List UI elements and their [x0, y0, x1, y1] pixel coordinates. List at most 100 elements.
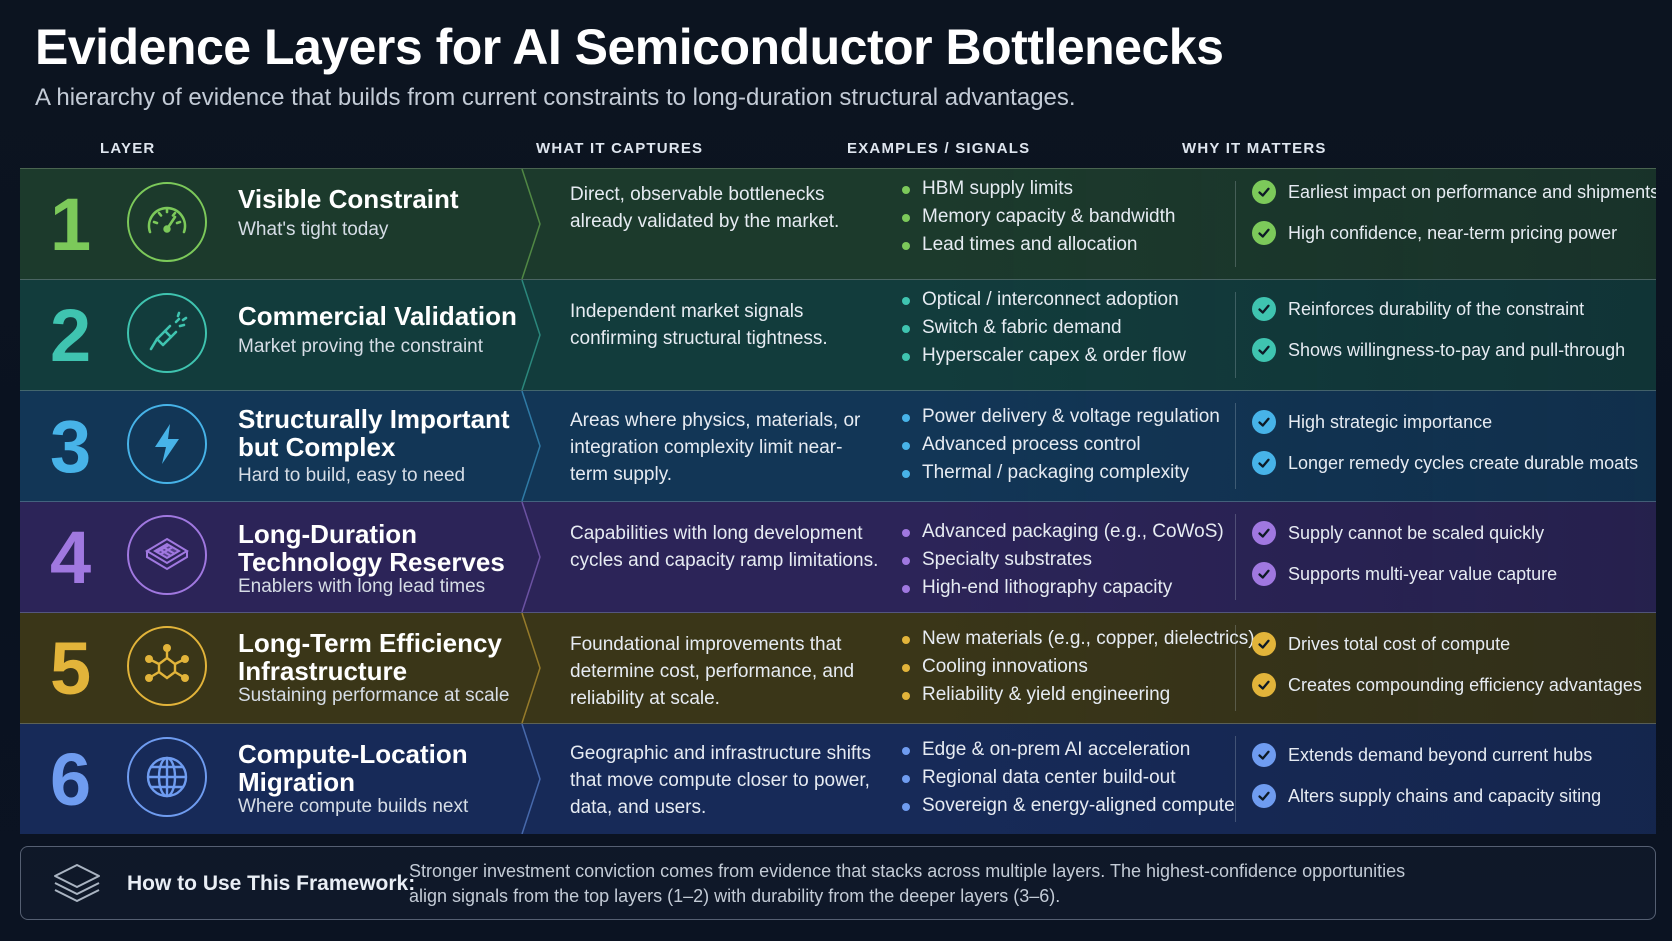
check-circle-icon: [1252, 221, 1276, 245]
why-item: High strategic importance: [1252, 410, 1652, 434]
bullet-dot-icon: [902, 214, 910, 222]
layer-number: 3: [50, 404, 92, 488]
stacked-layers-icon: [54, 864, 100, 902]
check-circle-icon: [1252, 451, 1276, 475]
layer-number: 4: [50, 515, 92, 599]
why-item: Reinforces durability of the constraint: [1252, 297, 1652, 321]
signal-item: Sovereign & energy-aligned compute: [900, 792, 1240, 820]
bullet-dot-icon: [902, 664, 910, 672]
signal-item: Regional data center build-out: [900, 764, 1240, 792]
why-text: High confidence, near-term pricing power: [1288, 223, 1618, 243]
check-circle-icon: [1252, 521, 1276, 545]
row-chevron: [520, 169, 550, 279]
check-circle-icon: [1252, 338, 1276, 362]
check-circle-icon: [1252, 180, 1276, 204]
signal-text: Switch & fabric demand: [922, 317, 1122, 338]
layer-tagline: Enablers with long lead times: [238, 576, 486, 597]
signal-item: New materials (e.g., copper, dielectrics…: [900, 625, 1255, 653]
bullet-dot-icon: [902, 414, 910, 422]
signal-text: Edge & on-prem AI acceleration: [922, 739, 1191, 760]
layer-captures: Independent market signals confirming st…: [570, 301, 828, 349]
column-divider: [1235, 514, 1236, 600]
globe-icon: [143, 753, 191, 801]
why-item: Drives total cost of compute: [1252, 632, 1652, 656]
lightning-icon: [143, 420, 191, 468]
why-item: Longer remedy cycles create durable moat…: [1252, 451, 1652, 475]
why-text: Drives total cost of compute: [1288, 634, 1511, 654]
bullet-dot-icon: [902, 470, 910, 478]
bullet-dot-icon: [902, 297, 910, 305]
bullet-dot-icon: [902, 636, 910, 644]
layer-captures: Areas where physics, materials, or integ…: [570, 410, 861, 485]
why-list: Earliest impact on performance and shipm…: [1252, 180, 1656, 263]
signal-text: Reliability & yield engineering: [922, 684, 1171, 705]
layer-tagline: Where compute builds next: [238, 796, 469, 817]
bullet-dot-icon: [902, 692, 910, 700]
why-item: Supply cannot be scaled quickly: [1252, 521, 1652, 545]
check-circle-icon: [1252, 297, 1276, 321]
bullet-dot-icon: [902, 442, 910, 450]
column-divider: [1235, 736, 1236, 822]
signal-item: Hyperscaler capex & order flow: [900, 342, 1240, 370]
signal-item: Reliability & yield engineering: [900, 681, 1240, 709]
layer-number: 2: [50, 293, 92, 377]
why-item: Alters supply chains and capacity siting: [1252, 784, 1652, 808]
layer-tagline: Hard to build, easy to need: [238, 465, 466, 486]
signal-item: Advanced process control: [900, 431, 1240, 459]
column-divider: [1235, 181, 1236, 267]
why-text: Earliest impact on performance and shipm…: [1288, 182, 1656, 202]
why-text: Extends demand beyond current hubs: [1288, 745, 1593, 765]
layer-tagline: What's tight today: [238, 219, 389, 240]
signal-item: Power delivery & voltage regulation: [900, 403, 1240, 431]
check-circle-icon: [1252, 562, 1276, 586]
signal-text: Specialty substrates: [922, 549, 1093, 570]
layer-name: Commercial Validation: [238, 301, 517, 331]
bullet-dot-icon: [902, 353, 910, 361]
speedometer-icon: [143, 198, 191, 246]
why-item: Shows willingness-to-pay and pull-throug…: [1252, 338, 1652, 362]
layer-number: 5: [50, 626, 92, 710]
layer-name: Structurally Important but Complex: [238, 404, 510, 462]
signal-item: High-end lithography capacity: [900, 574, 1240, 602]
why-text: Longer remedy cycles create durable moat…: [1288, 453, 1639, 473]
why-item: Supports multi-year value capture: [1252, 562, 1652, 586]
signal-item: Cooling innovations: [900, 653, 1240, 681]
why-item: Earliest impact on performance and shipm…: [1252, 180, 1656, 204]
bullet-dot-icon: [902, 585, 910, 593]
why-item: Extends demand beyond current hubs: [1252, 743, 1652, 767]
signal-text: HBM supply limits: [922, 178, 1073, 199]
layer-name: Visible Constraint: [238, 184, 459, 214]
framework-label: How to Use This Framework:: [127, 872, 416, 895]
layer-tagline: Sustaining performance at scale: [238, 685, 510, 706]
layer-number: 6: [50, 737, 92, 821]
signal-item: Edge & on-prem AI acceleration: [900, 736, 1240, 764]
signal-text: Optical / interconnect adoption: [922, 289, 1179, 310]
layer-captures: Geographic and infrastructure shifts tha…: [570, 743, 871, 818]
framework-note: How to Use This Framework: Stronger inve…: [20, 846, 1656, 920]
why-text: Supports multi-year value capture: [1288, 564, 1558, 584]
layer-icon-badge: [127, 293, 207, 373]
plug-icon: [143, 309, 191, 357]
signal-text: Power delivery & voltage regulation: [922, 406, 1220, 427]
layer-number: 1: [50, 182, 92, 266]
check-circle-icon: [1252, 784, 1276, 808]
row-chevron: [520, 724, 550, 834]
page-subtitle: A hierarchy of evidence that builds from…: [35, 84, 1076, 111]
signal-text: Thermal / packaging complexity: [922, 462, 1190, 483]
molecule-icon: [143, 642, 191, 690]
layer-captures: Capabilities with long development cycle…: [570, 523, 879, 571]
bullet-dot-icon: [902, 186, 910, 194]
signal-item: HBM supply limits: [900, 175, 1240, 203]
signal-item: Switch & fabric demand: [900, 314, 1240, 342]
layer-icon-badge: [127, 737, 207, 817]
